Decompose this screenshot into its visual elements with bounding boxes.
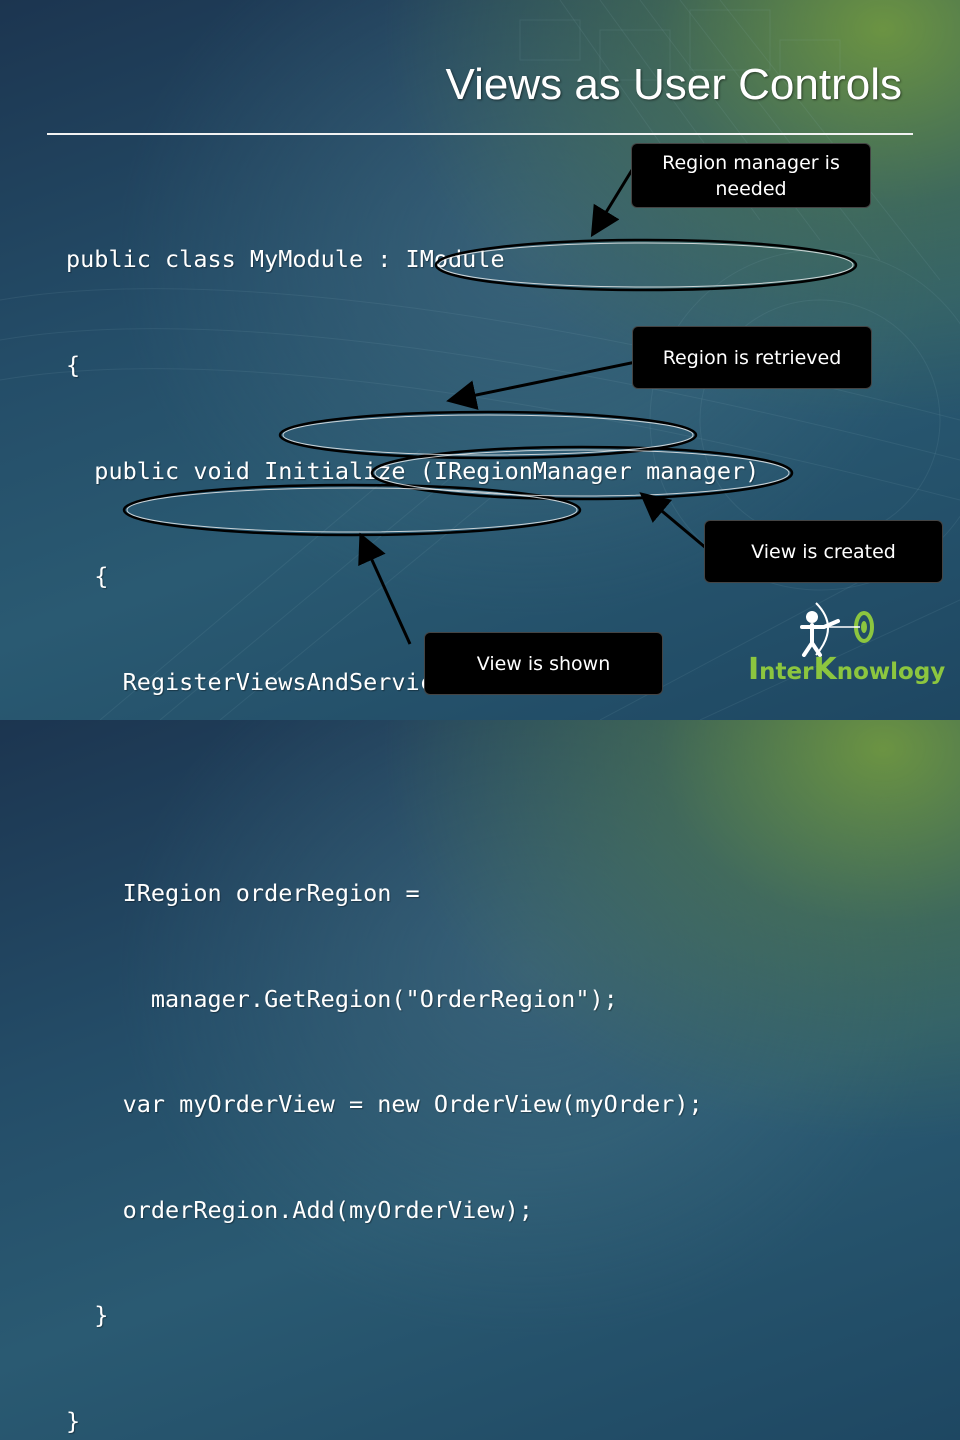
code-line: } (66, 1406, 81, 1435)
callout-region-retrieved: Region is retrieved (632, 326, 872, 389)
callout-view-shown: View is shown (424, 632, 663, 695)
logo-letter: I (748, 652, 760, 687)
code-line: var myOrderView = new OrderView(myOrder)… (66, 1090, 703, 1119)
code-line: public void Initialize (IRegionManager m… (66, 456, 760, 485)
title-divider (47, 133, 913, 135)
logo-wordmark: InterKnowlogy (748, 652, 945, 687)
code-line: orderRegion.Add(myOrderView); (66, 1195, 533, 1224)
logo-letter: K (813, 652, 837, 687)
code-line: { (66, 351, 81, 379)
callout-text-line: Region manager is (662, 151, 840, 174)
callout-region-manager: Region manager is needed (631, 143, 871, 208)
logo-letter: nowlogy (836, 659, 946, 685)
callout-view-created: View is created (704, 520, 943, 583)
code-line: IRegion orderRegion = (66, 878, 420, 907)
company-logo: InterKnowlogy (748, 597, 945, 693)
slide-title: Views as User Controls (445, 60, 902, 109)
logo-letter: nter (759, 659, 814, 685)
archer-target-icon (800, 602, 874, 657)
callout-text-line: needed (715, 177, 787, 200)
code-line: manager.GetRegion("OrderRegion"); (66, 984, 618, 1013)
code-line: { (66, 562, 109, 591)
code-line: public class MyModule : IModule (66, 245, 505, 274)
code-line: } (66, 1301, 109, 1330)
code-line (66, 770, 759, 805)
